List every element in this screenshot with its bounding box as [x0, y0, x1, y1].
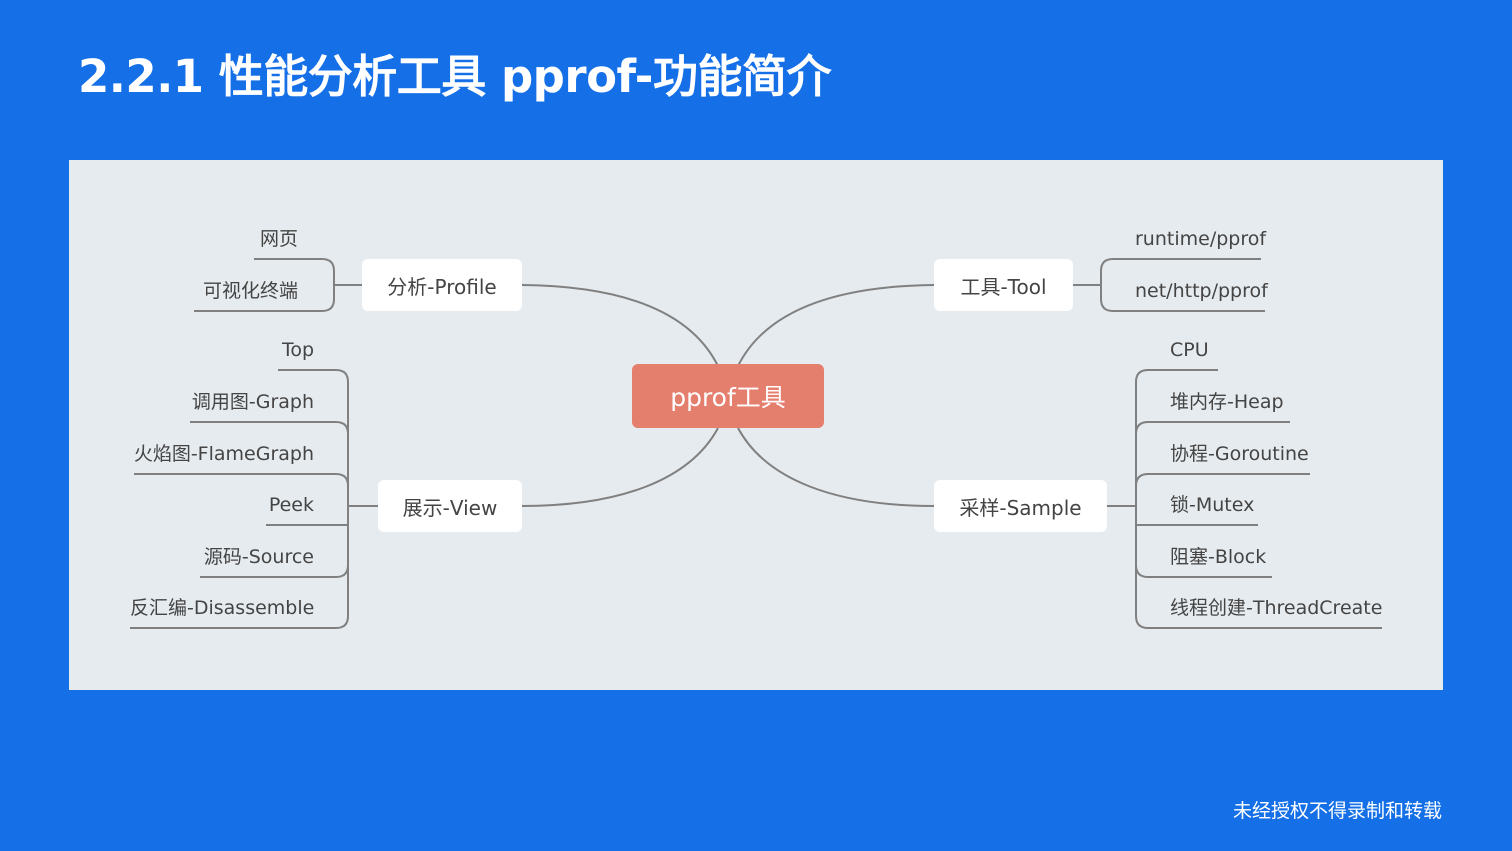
leaf-view-peek: Peek — [268, 494, 314, 516]
leaf-view-disassemble: 反汇编-Disassemble — [130, 597, 315, 619]
leaf-view-flamegraph: 火焰图-FlameGraph — [133, 443, 314, 465]
branch-sample: 采样-Sample — [934, 480, 1107, 532]
leaf-sample-goroutine: 协程-Goroutine — [1170, 443, 1309, 465]
leaf-view-top: Top — [281, 339, 314, 361]
leaf-profile-terminal: 可视化终端 — [202, 280, 298, 302]
leaf-sample-mutex: 锁-Mutex — [1170, 494, 1255, 516]
leaf-sample-heap: 堆内存-Heap — [1170, 391, 1284, 413]
leaf-view-source: 源码-Source — [203, 546, 314, 568]
leaf-tool-net-http-pprof: net/http/pprof — [1135, 280, 1268, 302]
leaf-sample-threadcreate: 线程创建-ThreadCreate — [1170, 597, 1383, 619]
leaf-sample-block: 阻塞-Block — [1170, 546, 1267, 568]
branch-view: 展示-View — [378, 480, 522, 532]
footer-copyright: 未经授权不得录制和转载 — [1232, 800, 1442, 822]
slide-title: 2.2.1 性能分析工具 pprof-功能简介 — [78, 50, 831, 103]
leaf-profile-web: 网页 — [259, 228, 298, 250]
leaf-view-graph: 调用图-Graph — [191, 391, 314, 413]
leaf-tool-runtime-pprof: runtime/pprof — [1135, 228, 1267, 250]
leaf-sample-cpu: CPU — [1170, 339, 1209, 361]
branch-tool: 工具-Tool — [934, 259, 1073, 311]
branch-profile: 分析-Profile — [362, 259, 522, 311]
root-node: pprof工具 — [632, 364, 824, 428]
